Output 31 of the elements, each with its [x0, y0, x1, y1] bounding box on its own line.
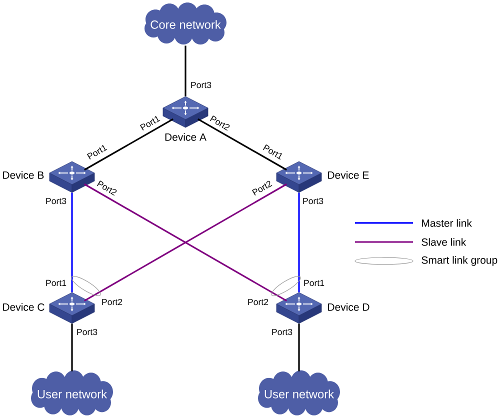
port-label: Port2 — [102, 298, 122, 306]
connection-line — [71, 192, 73, 292]
device-label: Device B — [3, 171, 44, 179]
port-label: Port2 — [248, 298, 268, 306]
device-label: Device E — [328, 171, 369, 179]
network-cloud: User network — [258, 370, 340, 416]
switch-icon — [276, 161, 322, 193]
port-label: Port3 — [272, 328, 292, 336]
legend-text: Slave link — [422, 238, 466, 246]
device-label: Device D — [328, 303, 370, 311]
port-label: Port3 — [46, 198, 66, 204]
switch-icon — [162, 96, 208, 128]
device-label: Device A — [165, 133, 206, 141]
connection-line — [298, 324, 300, 372]
device-label: Device C — [3, 303, 44, 311]
port-label: Port3 — [303, 198, 324, 204]
crossing-lines — [84, 183, 288, 302]
legend-text: Master link — [422, 219, 472, 227]
connection-line — [84, 118, 174, 171]
switch-icon — [49, 161, 95, 193]
switch-icon — [276, 292, 322, 324]
port-label: Port3 — [77, 328, 98, 336]
network-cloud: User network — [31, 370, 113, 416]
connection-line — [198, 118, 287, 171]
switch-icon — [49, 292, 95, 324]
port-label: Port1 — [140, 116, 160, 130]
legend-text: Smart link group — [422, 256, 498, 266]
connection-line — [71, 324, 73, 372]
network-cloud: Core network — [144, 2, 226, 44]
connection-line — [298, 192, 300, 292]
connection-line — [184, 46, 186, 96]
